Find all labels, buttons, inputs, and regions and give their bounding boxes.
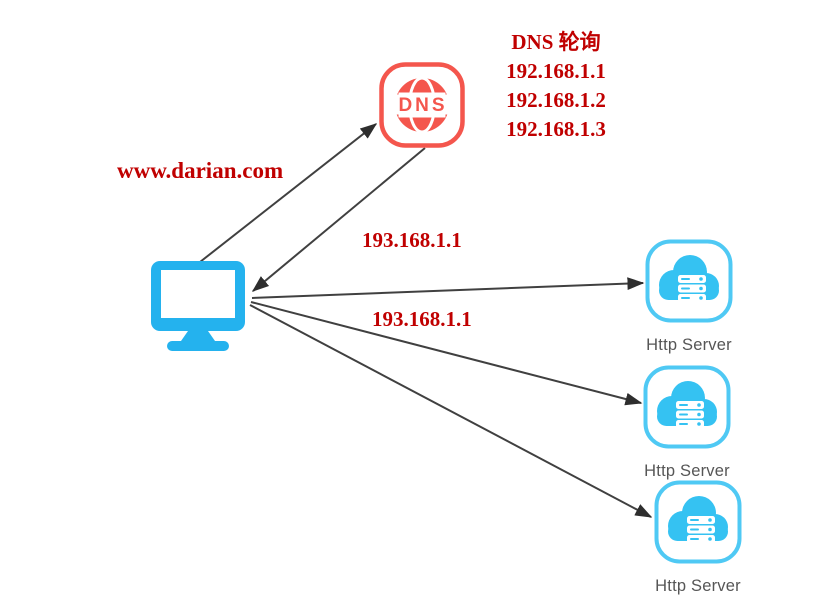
dns-record-2: 192.168.1.2	[506, 88, 606, 112]
client-query-label: www.darian.com	[117, 158, 284, 183]
arrow-dns-to-client	[251, 147, 426, 292]
dns-record-1: 192.168.1.1	[506, 59, 606, 83]
client-computer-node	[151, 261, 247, 351]
dns-server-node: DNS	[379, 62, 465, 148]
arrow-client-to-dns	[199, 123, 378, 263]
request-ip-label-2: 193.168.1.1	[372, 307, 472, 331]
http-server-node-2: Http Server	[641, 365, 733, 481]
request-ip-label-1: 193.168.1.1	[362, 228, 462, 252]
server-cloud-icon	[643, 365, 731, 449]
arrow-client-to-server-1	[251, 277, 645, 299]
server-cloud-icon	[654, 480, 742, 564]
monitor-icon	[151, 261, 245, 351]
http-server-node-3: Http Server	[652, 480, 744, 596]
server-cloud-icon	[645, 239, 733, 323]
dns-info-block: DNS 轮询 192.168.1.1 192.168.1.2 192.168.1…	[486, 28, 626, 144]
server-rack-icon	[678, 275, 706, 302]
server-label-3: Http Server	[655, 577, 741, 595]
arrow-client-to-server-2	[250, 301, 643, 406]
dns-icon-label: DNS	[398, 95, 447, 116]
server-label-2: Http Server	[644, 462, 730, 480]
server-rack-icon	[676, 401, 704, 428]
dns-title: DNS 轮询	[511, 30, 601, 54]
http-server-node-1: Http Server	[643, 239, 735, 355]
server-rack-icon	[687, 516, 715, 543]
dns-icon: DNS	[379, 62, 465, 148]
arrow-client-to-server-3	[249, 304, 653, 518]
server-label-1: Http Server	[646, 336, 732, 354]
dns-record-3: 192.168.1.3	[506, 117, 606, 141]
